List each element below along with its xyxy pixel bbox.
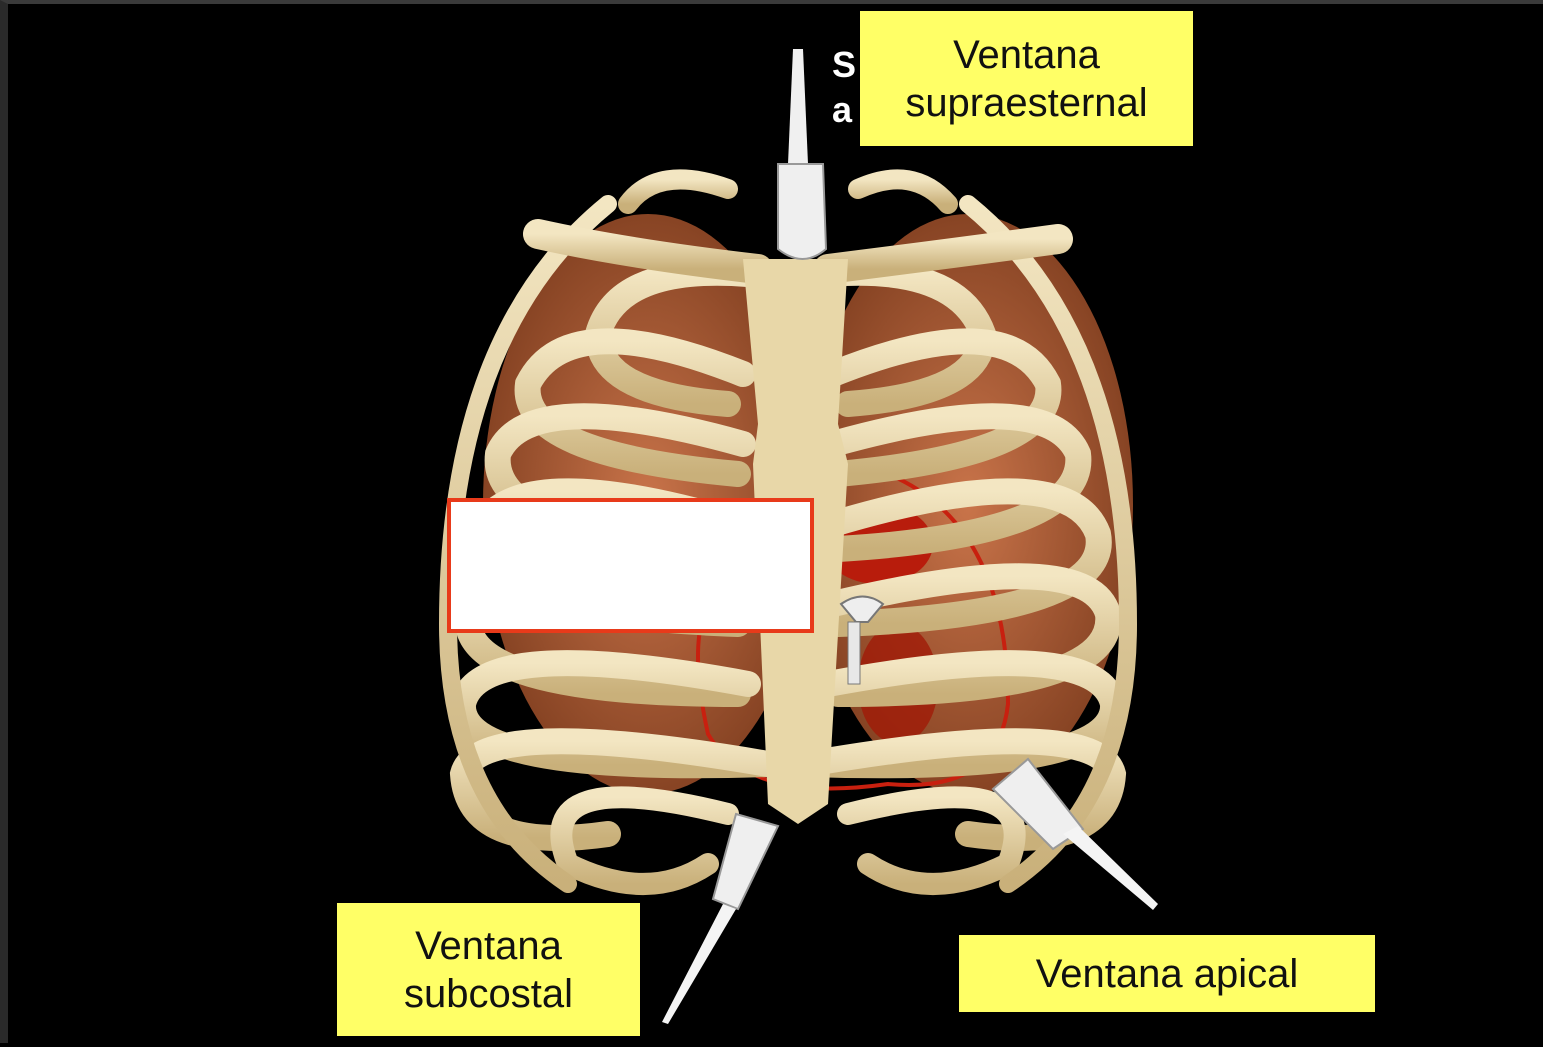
blank-answer-box: [447, 498, 814, 633]
label-apical-window: Ventana apical: [959, 935, 1375, 1012]
label-subcostal-window: Ventana subcostal: [337, 903, 640, 1036]
hidden-text-fragment: a: [832, 89, 852, 131]
suprasternal-transducer: [778, 49, 826, 259]
first-rib-left: [858, 179, 948, 204]
label-suprasternal-window: Ventana supraesternal: [860, 11, 1193, 146]
hidden-text-fragment: S: [832, 44, 856, 86]
subcostal-transducer: [662, 814, 778, 1024]
first-rib-right: [628, 179, 728, 204]
